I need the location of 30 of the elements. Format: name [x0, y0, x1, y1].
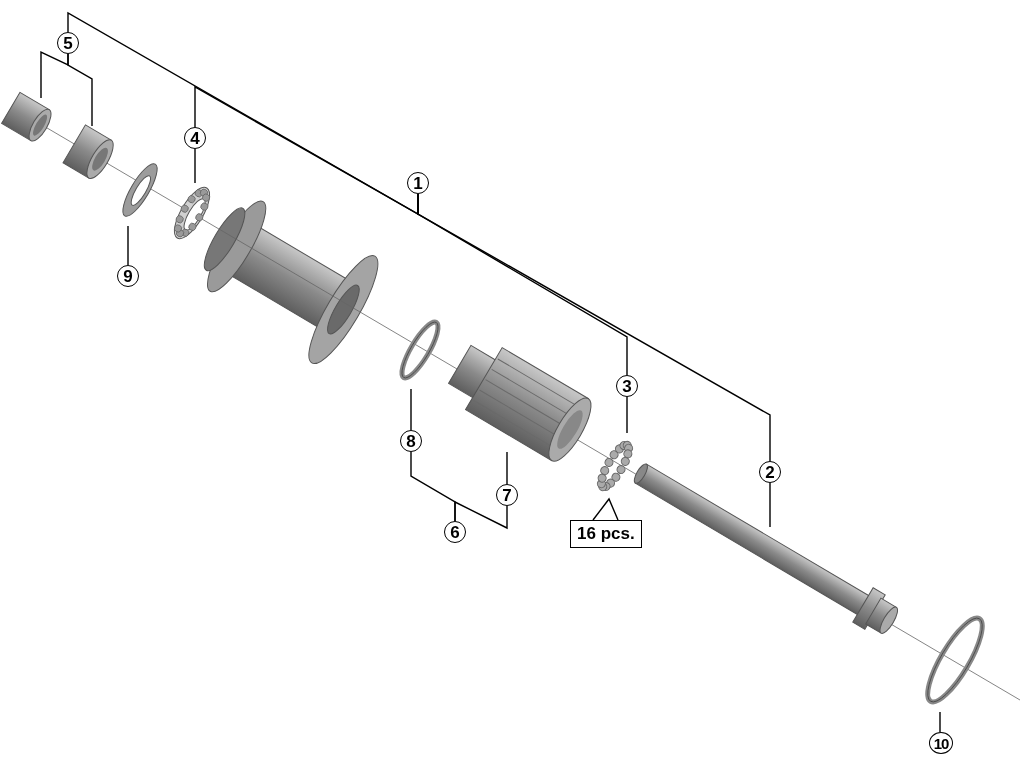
leader-line [194, 148, 196, 184]
callout-number: 3 [616, 375, 638, 397]
ring [925, 615, 985, 705]
leader-line [127, 225, 129, 266]
leader-line [506, 451, 508, 485]
leader-line [939, 711, 941, 733]
callout-number: 4 [184, 127, 206, 149]
balls-drawing [596, 440, 634, 492]
callout-number: 10 [929, 732, 953, 754]
leader-line [592, 497, 619, 521]
leader-line [67, 53, 93, 127]
callout-number: 6 [444, 521, 466, 543]
callout-number: 9 [117, 265, 139, 287]
callout-number: 1 [407, 172, 429, 194]
axle-drawing [633, 463, 899, 634]
leader-line [410, 388, 412, 431]
callout-number: 2 [759, 461, 781, 483]
callout-number: 8 [400, 430, 422, 452]
quantity-label: 16 pcs. [570, 520, 642, 548]
callout-number: 7 [496, 484, 518, 506]
callout-number: 5 [57, 32, 79, 54]
leader-line [454, 500, 508, 530]
leader-line [194, 85, 419, 216]
washer-drawing [122, 163, 158, 217]
ring [399, 319, 441, 381]
leader-line [769, 482, 771, 528]
leader-line [626, 396, 628, 434]
freehub-drawing [448, 344, 592, 462]
leader-line [40, 50, 69, 99]
bearing-drawing [174, 186, 210, 240]
